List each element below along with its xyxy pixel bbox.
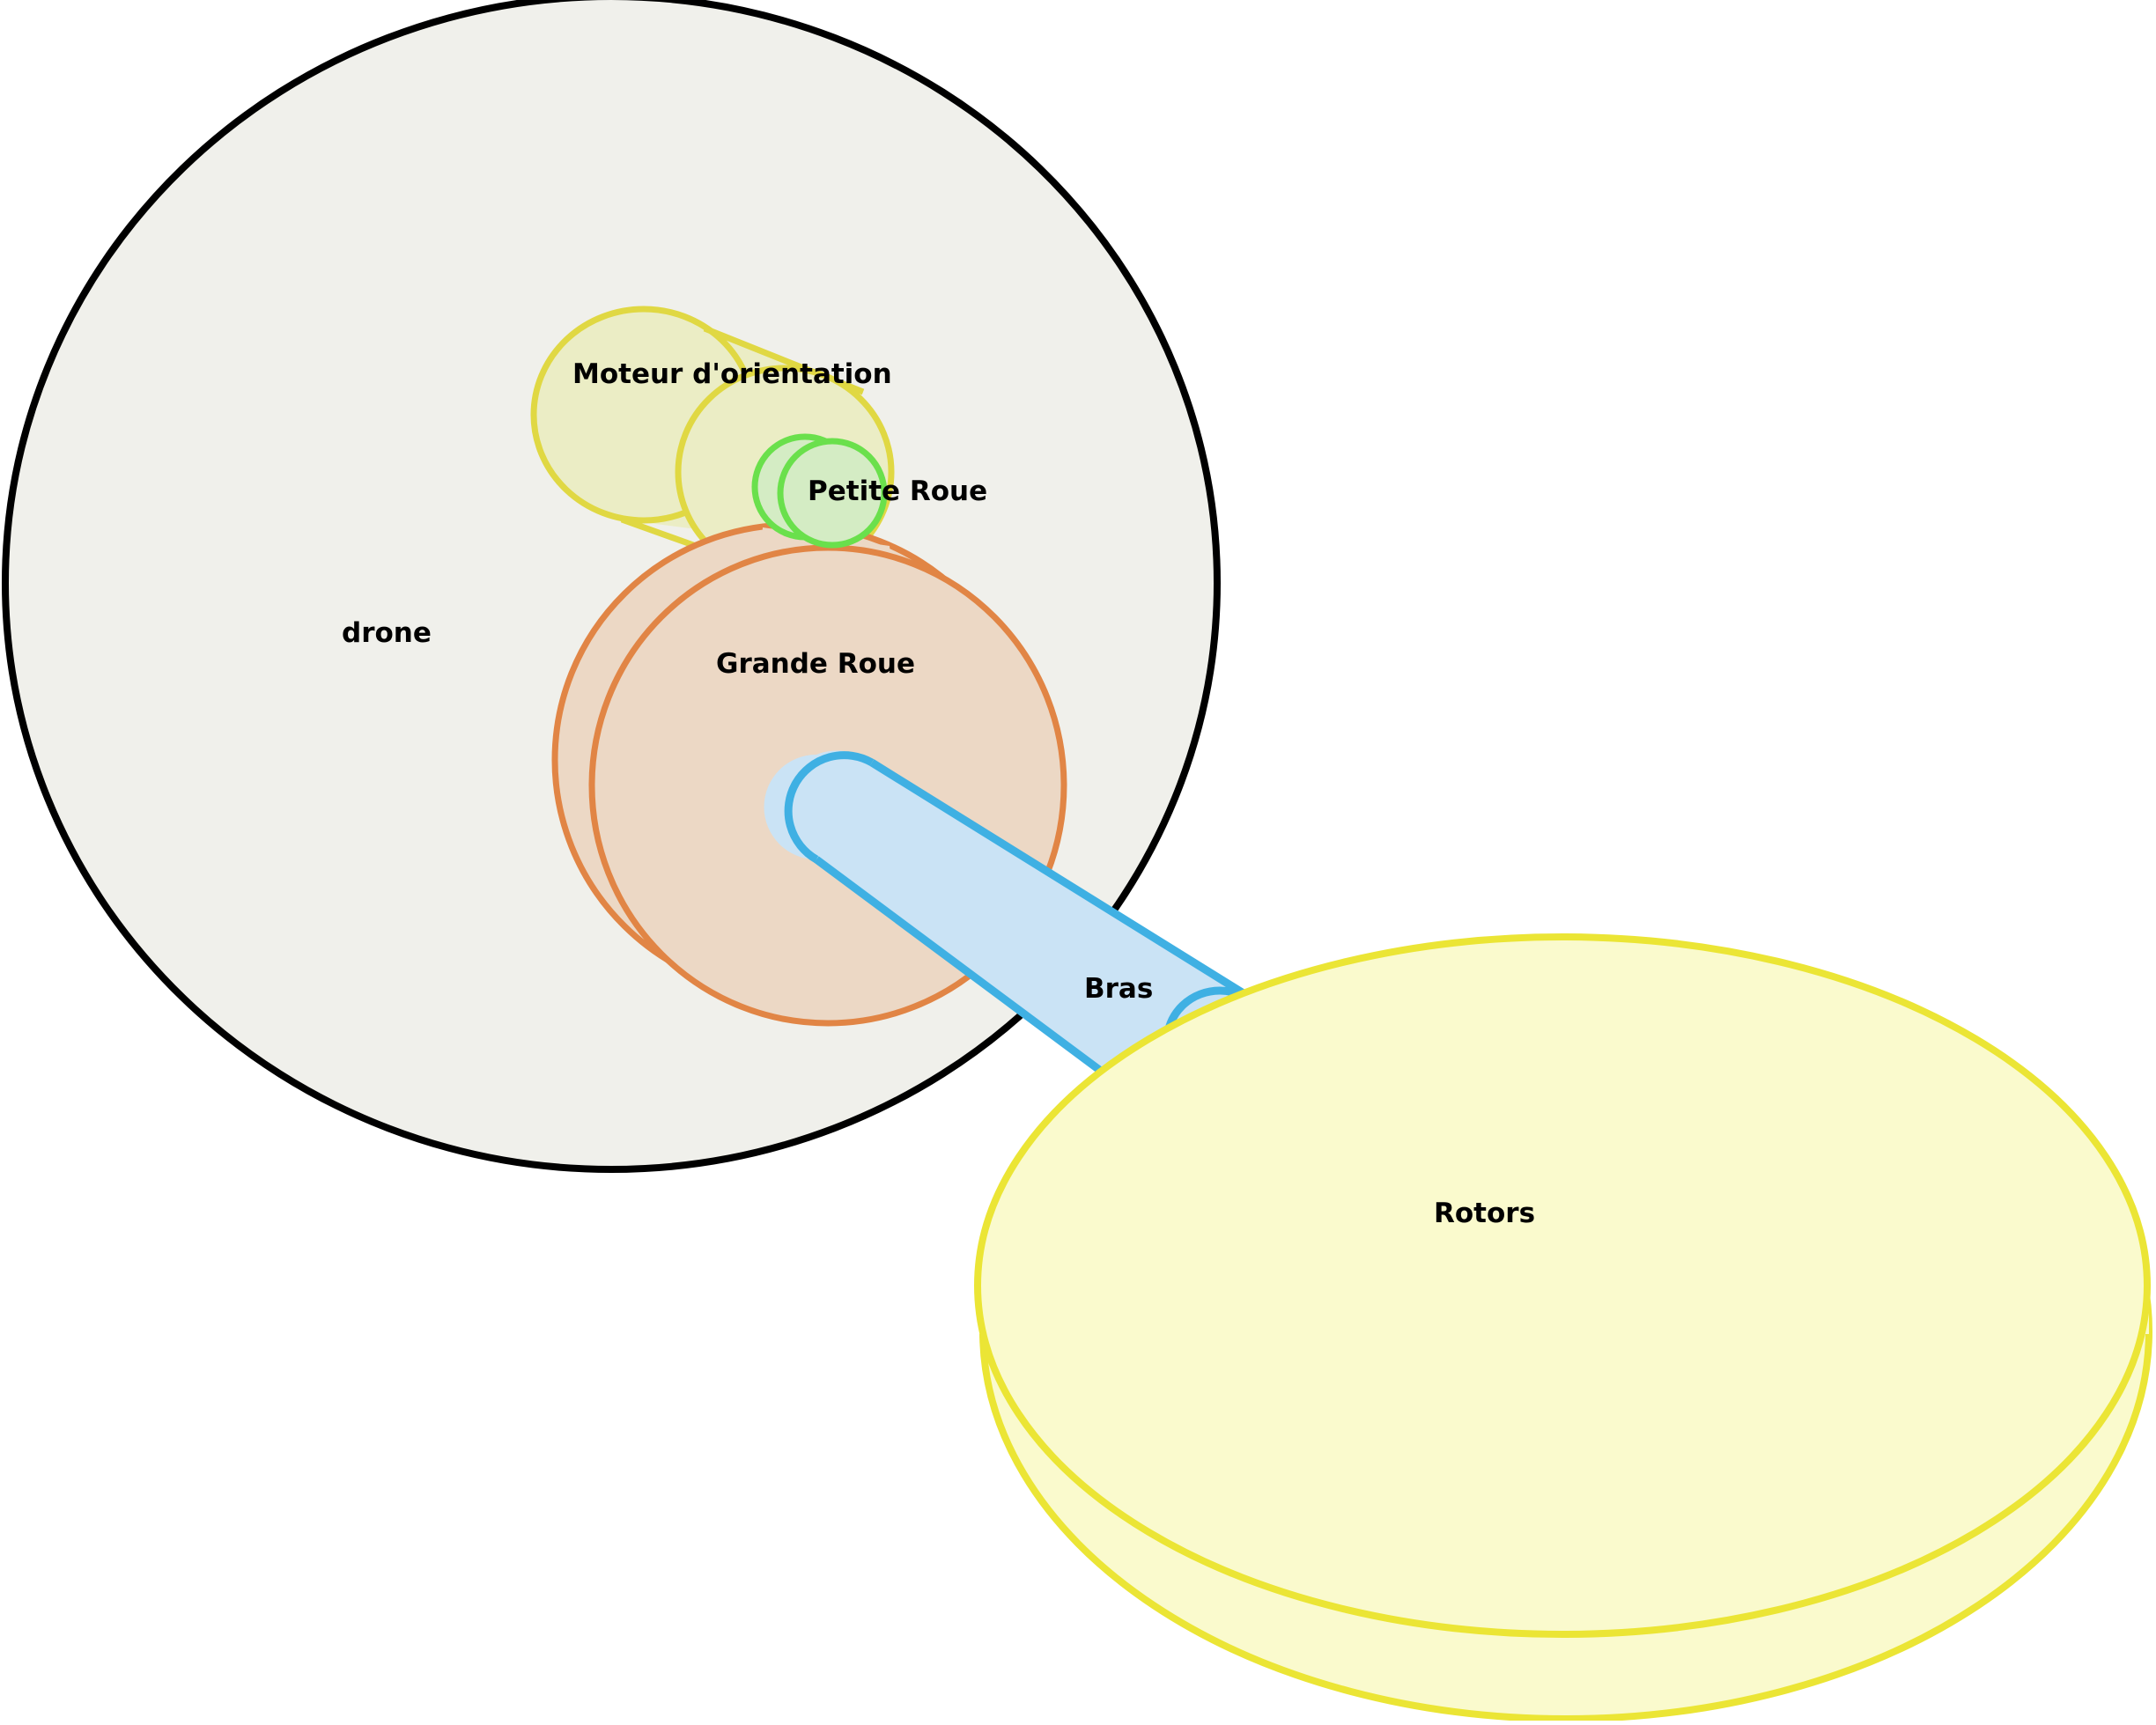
moteur-label: Moteur d'orientation <box>572 358 892 390</box>
bras-label: Bras <box>1084 973 1153 1005</box>
drone-label: drone <box>342 617 432 649</box>
rotors-shape <box>974 933 2152 1722</box>
petite-roue-shape <box>751 433 888 549</box>
rotors-label: Rotors <box>1434 1198 1535 1229</box>
petite-roue-label: Petite Roue <box>808 475 987 507</box>
grande-roue-label: Grande Roue <box>716 648 915 680</box>
